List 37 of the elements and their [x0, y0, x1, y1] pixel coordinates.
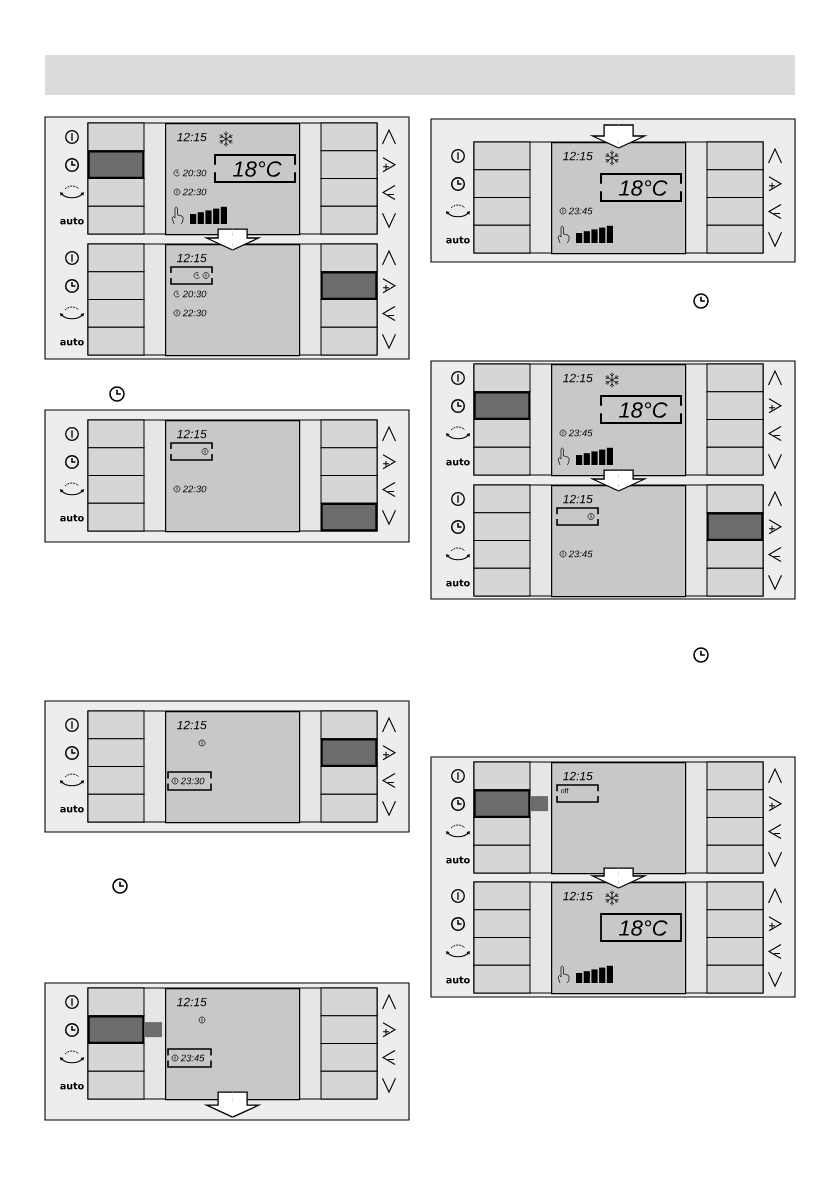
time-readout: 12:15: [177, 132, 207, 142]
temperature-readout: 18°C: [233, 161, 282, 177]
timer-readout: 23:30: [180, 777, 205, 785]
mode-label: auto: [60, 514, 84, 522]
flow-arrow: [589, 124, 648, 149]
temperature-readout: 18°C: [619, 402, 668, 418]
flow-arrow: [589, 469, 648, 492]
timer-readout: 23:45: [568, 207, 593, 215]
timer-readout: 22:30: [182, 485, 207, 493]
flow-arrow: [203, 228, 262, 251]
time-readout: 12:15: [177, 429, 207, 439]
timer-readout: 23:45: [180, 1054, 205, 1062]
time-readout: 12:15: [563, 771, 593, 781]
time-readout: 12:15: [563, 891, 593, 901]
timer-readout: 20:30: [182, 169, 207, 177]
time-readout: 12:15: [563, 373, 593, 383]
time-readout: 12:15: [563, 151, 593, 161]
timer-readout: 22:30: [182, 188, 207, 196]
temperature-readout: 18°C: [619, 180, 668, 196]
time-readout: 12:15: [177, 720, 207, 730]
mode-label: auto: [446, 579, 470, 587]
temperature-readout: 18°C: [619, 920, 668, 936]
timer-readout: 20:30: [182, 290, 207, 298]
timer-readout: 23:45: [568, 550, 593, 558]
mode-label: auto: [446, 236, 470, 244]
mode-label: auto: [446, 856, 470, 864]
mode-label: auto: [60, 1082, 84, 1090]
mode-label: auto: [60, 338, 84, 346]
timer-readout: 22:30: [182, 309, 207, 317]
mode-label: auto: [446, 976, 470, 984]
timer-readout: 23:45: [568, 429, 593, 437]
time-readout: 12:15: [177, 253, 207, 263]
mode-label: auto: [60, 805, 84, 813]
time-readout: 12:15: [563, 494, 593, 504]
mode-label: auto: [60, 217, 84, 225]
time-readout: 12:15: [177, 997, 207, 1007]
mode-label: auto: [446, 458, 470, 466]
